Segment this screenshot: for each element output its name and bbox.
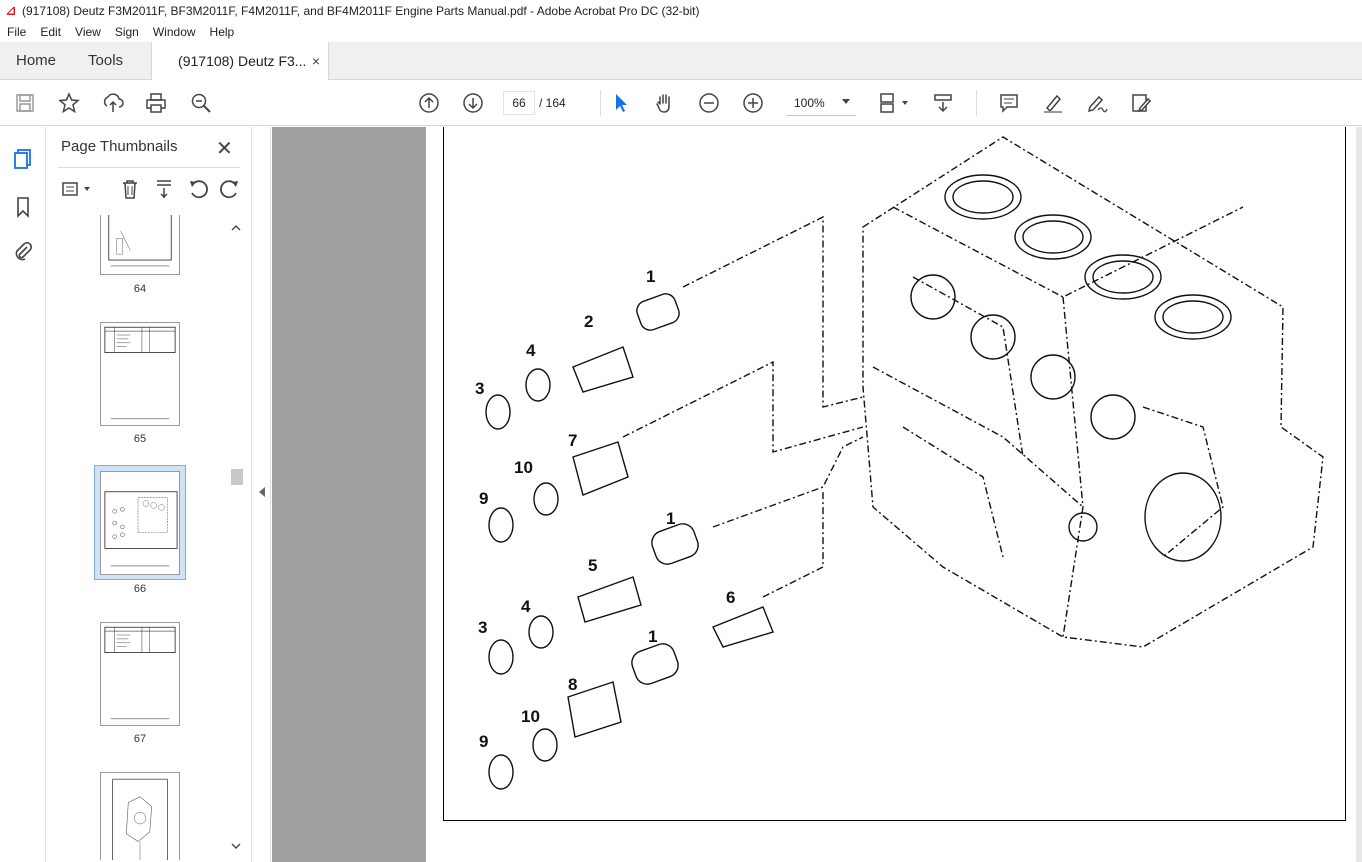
menu-view[interactable]: View [75,25,101,39]
callout-number: 9 [479,489,489,508]
tab-close-icon[interactable]: × [311,53,321,69]
tab-bar: Home Tools (917108) Deutz F3... × [0,42,1362,80]
save-icon[interactable] [12,90,38,116]
menu-window[interactable]: Window [152,25,196,39]
callout-number: 10 [521,707,540,726]
select-arrow-icon[interactable] [608,90,634,116]
callout-number: 10 [514,458,533,477]
highlight-pen-icon[interactable] [1040,90,1066,116]
callout-number: 1 [646,267,656,286]
left-rail [0,127,46,862]
engine-parts-drawing [485,136,1324,790]
thumbnail-label: 66 [133,583,147,595]
thumbnail-label: 64 [133,283,147,295]
thumbnail-page-68[interactable] [100,772,180,860]
zoom-select[interactable]: 100% [786,90,856,116]
callout-number: 5 [588,556,598,575]
pdf-page[interactable] [426,127,1356,862]
thumbnail-page-67[interactable] [100,622,180,726]
thumbnail-options-icon[interactable] [60,177,94,201]
callout-number: 6 [726,588,736,607]
thumbnail-label: 67 [133,733,147,745]
zoom-out-icon[interactable] [696,90,722,116]
sign-icon[interactable] [1084,90,1110,116]
callout-number: 2 [584,312,594,331]
hand-icon[interactable] [652,90,678,116]
callout-number: 7 [568,431,578,450]
attachment-icon[interactable] [11,239,35,263]
rotate-cw-icon[interactable] [218,177,242,201]
chevron-down-icon [842,99,850,104]
acrobat-logo-icon: ⊿ [5,3,17,18]
search-zoom-icon[interactable] [188,90,214,116]
bookmark-star-icon[interactable] [56,90,82,116]
menu-file[interactable]: File [7,25,27,39]
panel-toolbar [58,177,248,203]
scroll-thumb[interactable] [231,469,243,485]
fit-page-icon[interactable] [876,90,912,116]
thumbnail-label: 65 [133,433,147,445]
window-title: (917108) Deutz F3M2011F, BF3M2011F, F4M2… [22,4,700,18]
callout-number: 1 [648,627,658,646]
print-icon[interactable] [143,90,169,116]
tab-tools[interactable]: Tools [88,52,124,69]
main-toolbar [0,80,1362,126]
thumbnail-page-64[interactable] [100,215,180,275]
panel-close-icon[interactable]: ✕ [216,138,233,160]
callout-number: 3 [475,379,485,398]
edit-pdf-icon[interactable] [1128,90,1154,116]
scroll-mode-icon[interactable] [930,90,956,116]
title-bar: ⊿ (917108) Deutz F3M2011F, BF3M2011F, F4… [0,0,1362,22]
menu-sign[interactable]: Sign [114,25,139,39]
page-thumbnails-icon[interactable] [11,147,35,171]
callout-number: 1 [666,509,676,528]
thumbnail-panel: Page Thumbnails ✕ 64 65 [46,127,251,862]
thumbnail-page-65[interactable] [100,322,180,426]
callout-number: 4 [521,597,531,616]
page-up-icon[interactable] [416,90,442,116]
viewer-scrollbar[interactable] [1356,127,1362,862]
panel-splitter[interactable] [251,127,271,862]
insert-page-icon[interactable] [152,177,176,201]
thumbnail-scrollbar[interactable] [229,219,243,859]
callout-number: 9 [479,732,489,751]
thumbnail-page-66[interactable] [100,471,180,575]
collapse-arrow-icon[interactable] [259,487,265,497]
menu-edit[interactable]: Edit [40,25,62,39]
scroll-down-icon [231,843,241,849]
menu-help[interactable]: Help [209,25,235,39]
callout-number: 8 [568,675,578,694]
page-total: / 164 [539,96,566,110]
callout-number: 4 [526,341,536,360]
share-upload-icon[interactable] [100,90,126,116]
tab-document-label: (917108) Deutz F3... [178,53,307,69]
drawing-frame [443,127,1346,821]
rotate-ccw-icon[interactable] [186,177,210,201]
thumbnail-list: 64 65 66 67 [46,215,231,860]
menu-bar: File Edit View Sign Window Help [0,22,1362,42]
tab-document[interactable]: (917108) Deutz F3... × [151,42,330,80]
zoom-value: 100% [794,95,825,110]
tab-home[interactable]: Home [16,52,57,69]
delete-page-icon[interactable] [118,177,142,201]
comment-icon[interactable] [996,90,1022,116]
panel-title: Page Thumbnails [61,138,178,155]
callout-number: 3 [478,618,488,637]
bookmark-icon[interactable] [11,195,35,219]
zoom-in-icon[interactable] [740,90,766,116]
page-number-input[interactable]: 66 [503,91,535,115]
page-down-icon[interactable] [460,90,486,116]
scroll-up-icon [231,225,241,231]
